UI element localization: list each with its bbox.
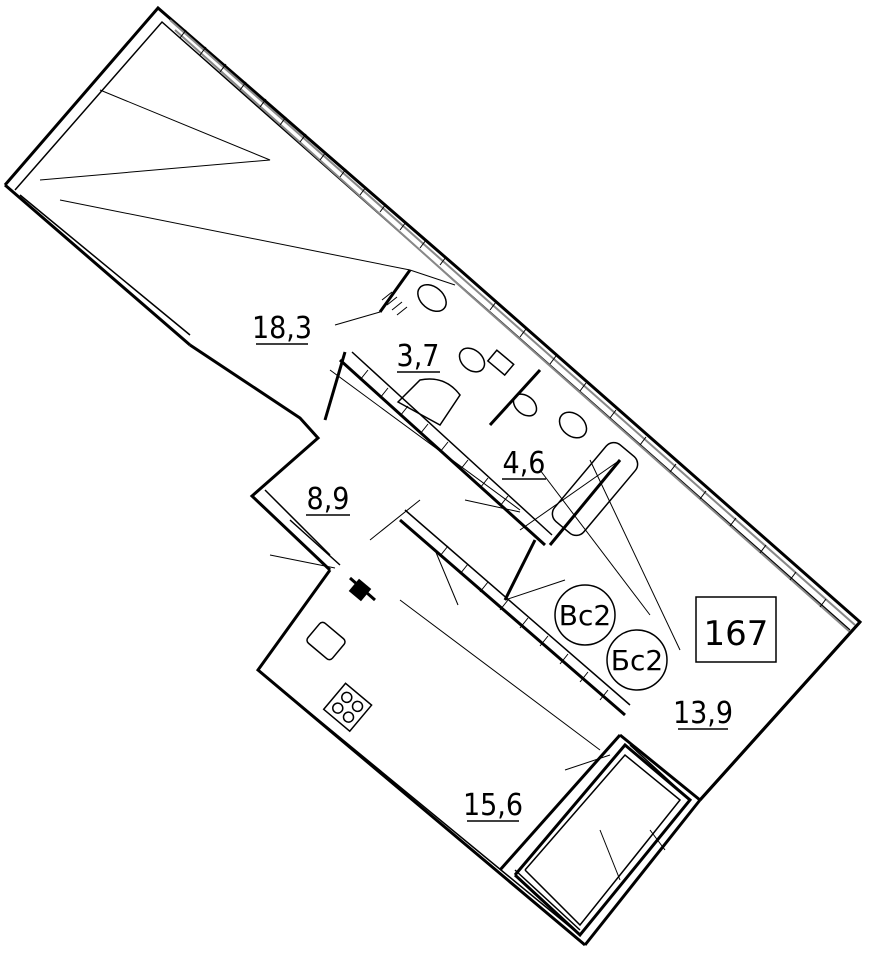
stove-icon [322,682,373,733]
room-label-3-7: 3,7 [397,339,440,374]
unit-number-box: 167 [695,596,777,663]
room-area-13-9: 13,9 [673,696,733,731]
door-swings [269,311,621,771]
marker-vs2-label: Вс2 [559,599,611,632]
room-area-8-9: 8,9 [307,482,350,517]
sink-icon [417,283,447,313]
shower-tray-icon [396,378,461,426]
marker-bs2-label: Бс2 [611,644,663,677]
room-label-18-3: 18,3 [252,311,312,346]
wall-hatching [359,291,609,701]
kitchen-fixtures [306,578,373,733]
kitchen-sink-icon [306,621,346,661]
room-area-15-6: 15,6 [463,788,523,823]
bathroom-fixtures [396,283,639,537]
unit-number: 167 [704,614,769,654]
marker-bs2: Бс2 [606,629,668,691]
toilet-icon-2 [512,393,538,417]
sink-icon-2 [558,411,588,439]
room-area-3-7: 3,7 [397,339,440,374]
room-label-13-9: 13,9 [673,696,733,731]
outer-walls [3,5,863,947]
room-label-8-9: 8,9 [306,482,350,517]
room-label-15-6: 15,6 [463,788,523,823]
marker-vs2: Вс2 [554,584,616,646]
balcony [513,742,693,938]
room-area-18-3: 18,3 [252,311,312,346]
room-area-4-6: 4,6 [503,446,546,481]
toilet-icon [458,347,486,373]
room-label-4-6: 4,6 [502,446,546,481]
facade-ticks [179,29,827,608]
guide-lines [39,89,681,881]
